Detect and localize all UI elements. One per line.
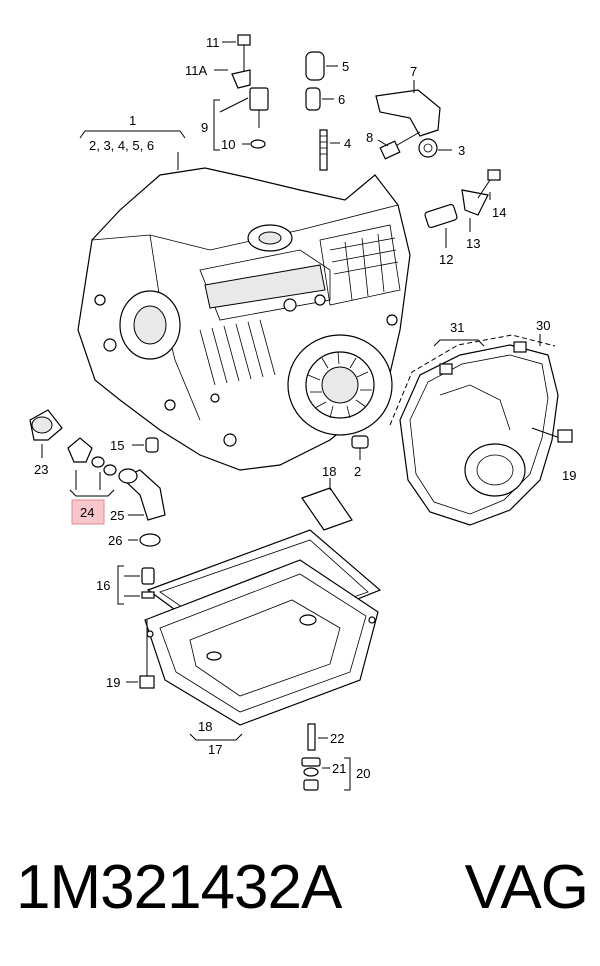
callout-16: 16 [96, 578, 110, 593]
callout-21: 21 [332, 761, 346, 776]
callout-14: 14 [492, 205, 506, 220]
exploded-parts-diagram: 1 2, 3, 4, 5, 6 2 3 4 5 6 7 8 9 10 11 11… [29, 34, 576, 791]
callout-23: 23 [34, 462, 48, 477]
callout-11: 11 [206, 35, 220, 50]
callout-19-right: 19 [562, 468, 576, 483]
transmission-housing [77, 167, 411, 471]
top-components [231, 34, 501, 229]
side-cover [389, 334, 559, 526]
oil-pan [144, 487, 382, 726]
callout-18-bottom: 18 [198, 719, 212, 734]
callout-31: 31 [450, 320, 464, 335]
callout-24: 24 [80, 505, 94, 520]
brand-name: VAG [464, 852, 589, 922]
highlight-box-24 [71, 499, 105, 525]
callout-1: 1 [129, 113, 136, 128]
left-small-parts [29, 409, 166, 547]
callout-13: 13 [466, 236, 480, 251]
callout-5: 5 [342, 59, 349, 74]
callout-12: 12 [439, 252, 453, 267]
callout-17: 17 [208, 742, 222, 757]
callout-20: 20 [356, 766, 370, 781]
callout-26: 26 [108, 533, 122, 548]
callout-labels: 1 2, 3, 4, 5, 6 2 3 4 5 6 7 8 9 10 11 11… [34, 35, 576, 781]
callout-10: 10 [221, 137, 235, 152]
callout-15: 15 [110, 438, 124, 453]
bolt-19-right [531, 427, 573, 443]
leader-lines [41, 41, 541, 791]
callout-3: 3 [458, 143, 465, 158]
callout-8: 8 [366, 130, 373, 145]
callout-2: 2 [354, 464, 361, 479]
callout-6: 6 [338, 92, 345, 107]
callout-18-top: 18 [322, 464, 336, 479]
callout-11a: 11A [185, 63, 207, 78]
callout-9: 9 [201, 120, 208, 135]
callout-4: 4 [344, 136, 351, 151]
callout-30: 30 [536, 318, 550, 333]
callout-19-left: 19 [106, 675, 120, 690]
callout-1-sub: 2, 3, 4, 5, 6 [89, 138, 154, 153]
caption-bar: 1M321432A VAG [16, 842, 589, 932]
part-number: 1M321432A [16, 852, 342, 922]
pan-fasteners [139, 567, 321, 791]
callout-7: 7 [410, 64, 417, 79]
callout-25: 25 [110, 508, 124, 523]
callout-22: 22 [330, 731, 344, 746]
